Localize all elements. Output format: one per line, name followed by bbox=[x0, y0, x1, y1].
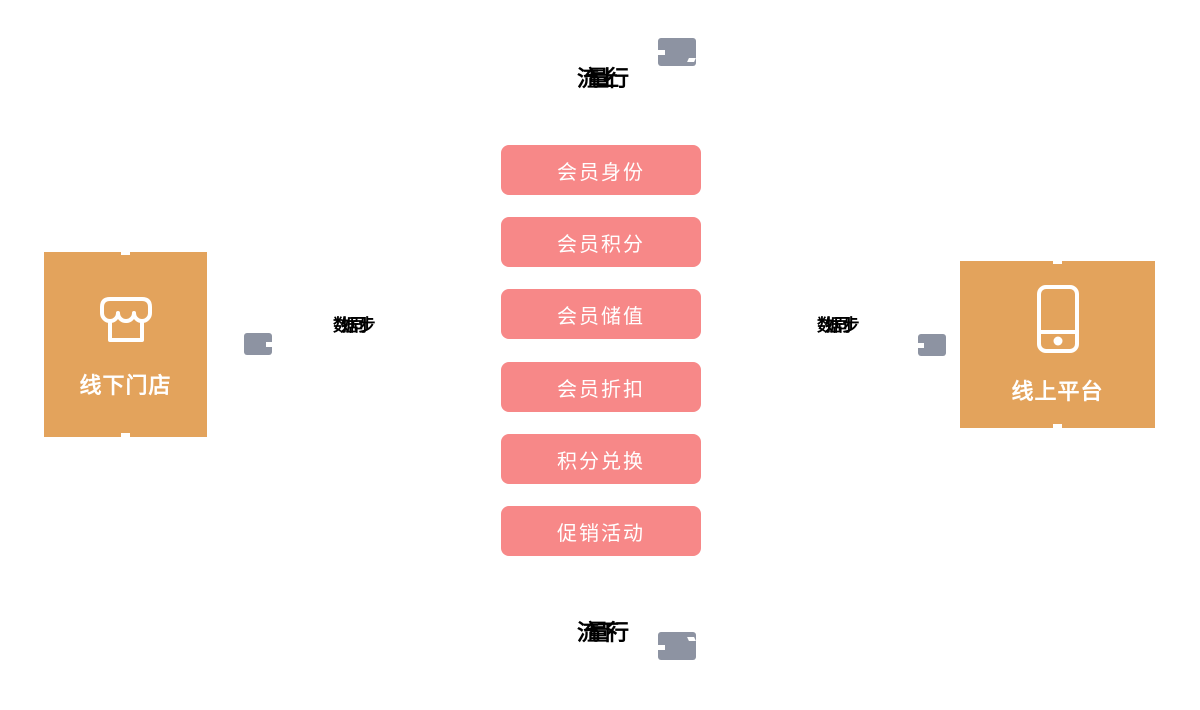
online-platform-node: 线上平台 bbox=[960, 261, 1155, 428]
sync-arrow-icon-top bbox=[656, 38, 696, 66]
icon-dash bbox=[687, 637, 696, 641]
icon-dash bbox=[687, 58, 696, 62]
member-feature-pill: 会员折扣 bbox=[501, 362, 701, 412]
flow-top-label: 流量上行 bbox=[577, 66, 629, 91]
flow-bottom-label: 流量下行 bbox=[577, 620, 629, 645]
icon-dash bbox=[912, 343, 924, 348]
connector-notch bbox=[121, 433, 130, 439]
sync-arrow-icon-right bbox=[912, 334, 946, 356]
icon-dash bbox=[266, 342, 274, 347]
sync-label-left: 数据同步 bbox=[333, 316, 376, 335]
member-feature-pill: 促销活动 bbox=[501, 506, 701, 556]
icon-dash bbox=[656, 50, 665, 55]
mobile-phone-icon bbox=[1036, 284, 1080, 354]
member-feature-pill: 会员积分 bbox=[501, 217, 701, 267]
sync-arrow-icon-bottom bbox=[656, 632, 696, 660]
online-platform-label: 线上平台 bbox=[1011, 378, 1104, 404]
connector-notch bbox=[1053, 258, 1062, 264]
connector-notch bbox=[1053, 424, 1062, 430]
offline-store-label: 线下门店 bbox=[79, 372, 172, 398]
offline-store-node: 线下门店 bbox=[44, 252, 207, 437]
storefront-icon bbox=[95, 290, 157, 348]
icon-dash bbox=[656, 645, 665, 650]
member-feature-pill: 会员身份 bbox=[501, 145, 701, 195]
sync-label-right: 数据同步 bbox=[817, 316, 860, 335]
member-feature-pill: 积分兑换 bbox=[501, 434, 701, 484]
member-feature-pill: 会员储值 bbox=[501, 289, 701, 339]
connector-notch bbox=[121, 249, 130, 255]
sync-arrow-icon-left bbox=[244, 333, 274, 355]
